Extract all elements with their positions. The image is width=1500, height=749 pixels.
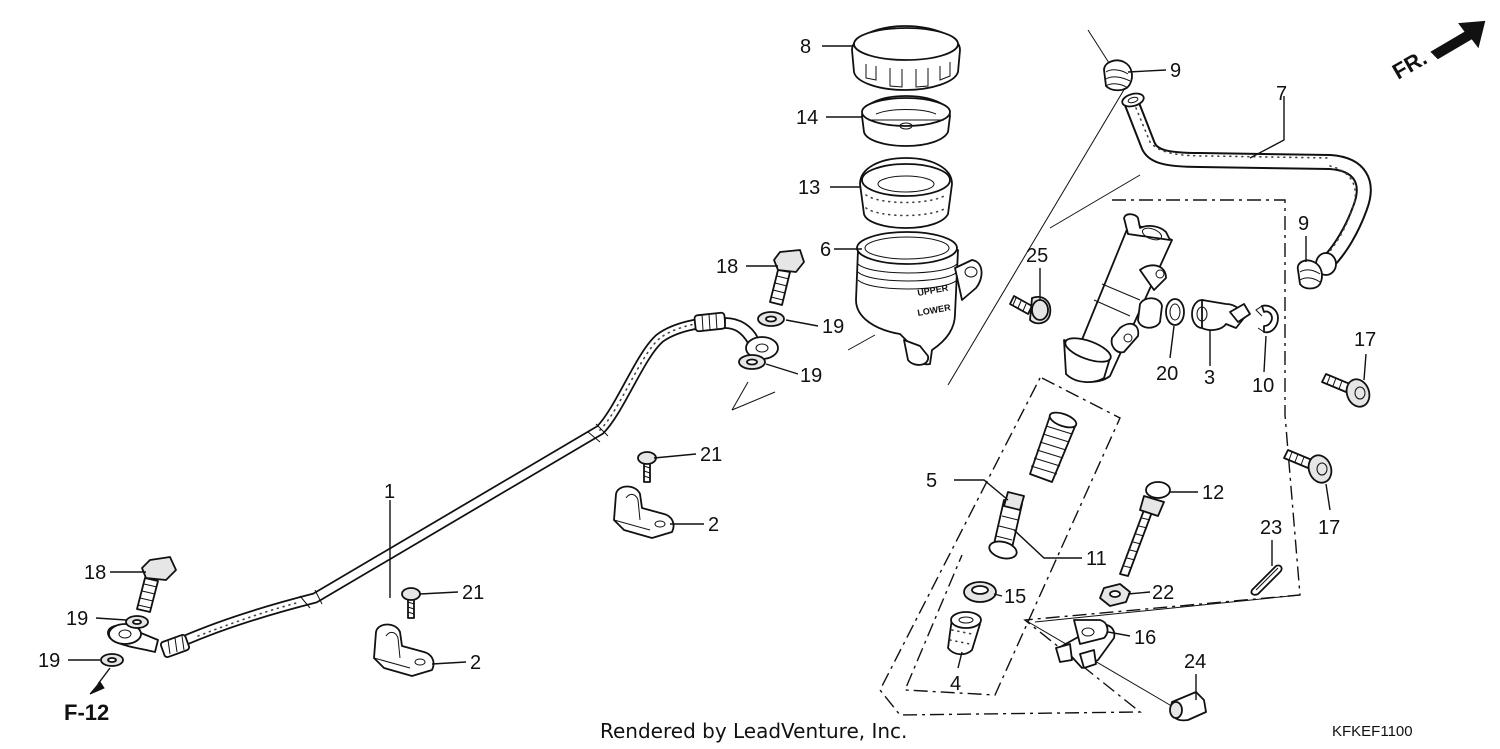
brake-hose-1[interactable] <box>159 311 766 659</box>
diagram-code: KFKEF1100 <box>1332 723 1413 740</box>
clevis-16[interactable] <box>1055 619 1116 669</box>
callout-15: 15 <box>1004 586 1026 608</box>
joint-pin-24[interactable] <box>1169 691 1207 722</box>
callout-18-upper: 18 <box>716 256 738 278</box>
piston-kit-5[interactable] <box>987 410 1078 562</box>
callout-19-d: 19 <box>38 650 60 672</box>
callout-11: 11 <box>1086 548 1107 570</box>
callout-23: 23 <box>1260 517 1282 539</box>
callout-25: 25 <box>1026 245 1048 267</box>
callout-1: 1 <box>384 481 395 503</box>
leader-lines <box>68 45 1367 700</box>
bolt-25[interactable] <box>1009 295 1052 325</box>
cotter-pin-23[interactable] <box>1250 564 1283 596</box>
callout-17-upper: 17 <box>1354 329 1376 351</box>
callout-7: 7 <box>1276 83 1287 105</box>
screw-21-upper[interactable] <box>637 451 657 483</box>
screw-21-lower[interactable] <box>401 587 421 619</box>
reservoir-leader <box>847 334 876 351</box>
callout-9-lower: 9 <box>1298 213 1309 235</box>
callout-5: 5 <box>926 470 937 492</box>
reservoir-cap-8[interactable] <box>851 25 961 91</box>
bolt-17-upper[interactable] <box>1321 373 1373 410</box>
front-direction-label: FR. <box>1388 45 1431 84</box>
reservoir-hose-7[interactable] <box>1121 91 1372 276</box>
banjo-bolt-18-lower[interactable] <box>136 556 177 613</box>
hose-clamp-2-upper[interactable] <box>613 485 675 539</box>
washer-19-b[interactable] <box>738 354 766 370</box>
callout-3: 3 <box>1204 367 1215 389</box>
washer-19-c[interactable] <box>125 615 149 629</box>
callout-14: 14 <box>796 107 818 129</box>
washer-19-a[interactable] <box>757 311 785 327</box>
callout-21-lower: 21 <box>462 582 484 604</box>
banjo-leader-b <box>731 381 749 411</box>
callout-12: 12 <box>1202 482 1224 504</box>
joint-3[interactable] <box>1191 299 1251 331</box>
callout-9-upper: 9 <box>1170 60 1181 82</box>
reservoir-6[interactable]: UPPER LOWER <box>855 231 983 366</box>
credit-text: Rendered by LeadVenture, Inc. <box>600 719 907 743</box>
callout-labels: 8 14 13 6 9 7 9 25 18 19 19 20 3 10 17 1… <box>38 36 1376 695</box>
washer-19-d[interactable] <box>100 653 124 667</box>
clevis-leader <box>1024 619 1176 709</box>
o-ring-20[interactable] <box>1165 298 1185 326</box>
banjo-fitting-lower <box>107 623 159 653</box>
callout-22: 22 <box>1152 582 1174 604</box>
callout-8: 8 <box>800 36 811 58</box>
callout-20: 20 <box>1156 363 1178 385</box>
front-direction-arrow: FR. <box>1388 20 1486 84</box>
hose-clamp-2-lower[interactable] <box>373 623 435 677</box>
hose-clip-9-lower[interactable] <box>1296 259 1323 290</box>
callout-2-upper: 2 <box>708 514 719 536</box>
callout-6: 6 <box>820 239 831 261</box>
callout-10: 10 <box>1252 375 1274 397</box>
push-rod-12[interactable] <box>1119 481 1171 577</box>
piston-kit-boundary <box>903 377 1121 696</box>
spring-seat-4[interactable] <box>947 611 982 656</box>
bolt-leader <box>1049 174 1141 229</box>
callout-21-upper: 21 <box>700 444 722 466</box>
reference-label: F-12 <box>64 700 109 725</box>
callout-19-c: 19 <box>66 608 88 630</box>
callout-4: 4 <box>950 673 961 695</box>
callout-18-lower: 18 <box>84 562 106 584</box>
diaphragm-plate-14[interactable] <box>861 95 951 147</box>
callout-17-lower: 17 <box>1318 517 1340 539</box>
cup-15[interactable] <box>963 581 997 603</box>
callout-19-b: 19 <box>800 365 822 387</box>
callout-2-lower: 2 <box>470 652 481 674</box>
pin-leader <box>1034 594 1301 623</box>
callout-24: 24 <box>1184 651 1206 673</box>
callout-13: 13 <box>798 177 820 199</box>
nut-22[interactable] <box>1099 583 1131 607</box>
banjo-bolt-18-upper[interactable] <box>769 249 805 306</box>
circlip-10[interactable] <box>1255 304 1279 334</box>
bolt-17-lower[interactable] <box>1283 449 1335 486</box>
callout-16: 16 <box>1134 627 1156 649</box>
master-cylinder-body <box>1063 213 1173 383</box>
banjo-leader-a <box>731 391 776 411</box>
diaphragm-13[interactable] <box>859 157 953 229</box>
callout-19-a: 19 <box>822 316 844 338</box>
hose-clip-9-upper[interactable] <box>1103 59 1133 92</box>
